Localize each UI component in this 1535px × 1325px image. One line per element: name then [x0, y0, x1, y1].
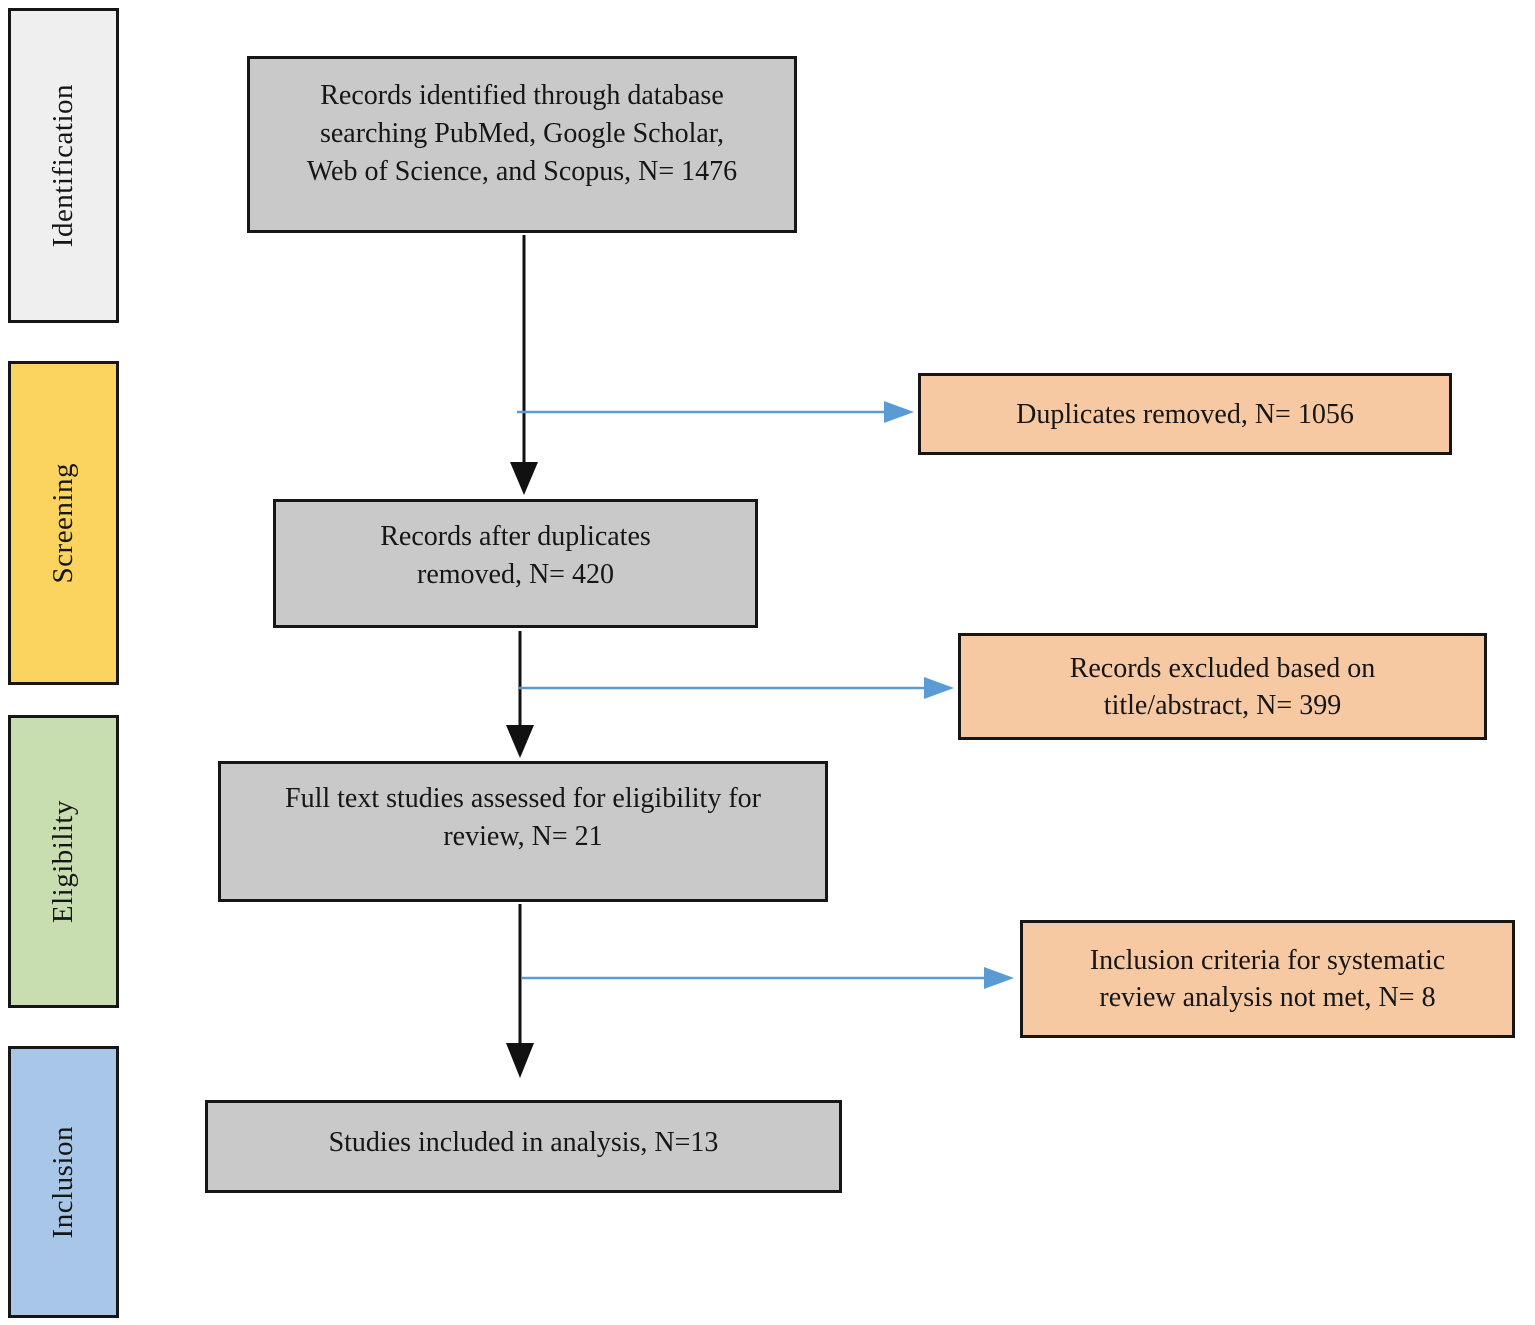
flow-box-records-after-duplicates: Records after duplicates removed, N= 420	[273, 499, 758, 628]
text-line: Records identified through database	[320, 80, 724, 111]
arrow-down-fulltext-to-included	[506, 904, 534, 1078]
text-line: review analysis not met, N= 8	[1099, 982, 1436, 1013]
side-box-criteria-not-met: Inclusion criteria for systematic review …	[1020, 920, 1515, 1038]
text-line: review, N= 21	[443, 821, 603, 852]
text-line: Records after duplicates	[380, 521, 651, 552]
stage-eligibility-label: Eligibility	[47, 799, 79, 924]
arrow-down-duplicates-removed-to-fulltext	[506, 631, 534, 758]
text-line: title/abstract, N= 399	[1103, 689, 1342, 721]
stage-inclusion-label: Inclusion	[47, 1125, 79, 1239]
arrow-right-to-criteria-not-met	[522, 967, 1014, 989]
text-line: Studies included in analysis, N=13	[328, 1127, 719, 1158]
text-line: Web of Science, and Scopus, N= 1476	[306, 156, 738, 187]
stage-inclusion: Inclusion	[8, 1046, 119, 1318]
text-line: Records excluded based on	[1069, 652, 1376, 684]
text-line: Inclusion criteria for systematic	[1089, 945, 1446, 976]
text-line: removed, N= 420	[417, 559, 614, 590]
arrow-right-to-duplicates-removed	[517, 401, 914, 423]
flow-box-fulltext-assessed: Full text studies assessed for eligibili…	[218, 761, 828, 902]
stage-screening-label: Screening	[47, 462, 79, 584]
stage-identification-label: Identification	[47, 83, 79, 248]
text-line: Full text studies assessed for eligibili…	[285, 783, 761, 814]
flow-box-records-identified: Records identified through database searc…	[247, 56, 797, 233]
arrow-down-records-to-duplicates-removed	[510, 235, 538, 495]
side-box-records-excluded: Records excluded based on title/abstract,…	[958, 633, 1487, 740]
text-line: Duplicates removed, N= 1056	[1016, 398, 1354, 430]
side-box-duplicates-removed: Duplicates removed, N= 1056	[918, 373, 1452, 455]
arrow-right-to-records-excluded	[519, 677, 954, 699]
text-line: searching PubMed, Google Scholar,	[319, 118, 725, 149]
flow-box-studies-included: Studies included in analysis, N=13	[205, 1100, 842, 1193]
stage-eligibility: Eligibility	[8, 715, 119, 1008]
stage-identification: Identification	[8, 8, 119, 323]
stage-screening: Screening	[8, 361, 119, 685]
